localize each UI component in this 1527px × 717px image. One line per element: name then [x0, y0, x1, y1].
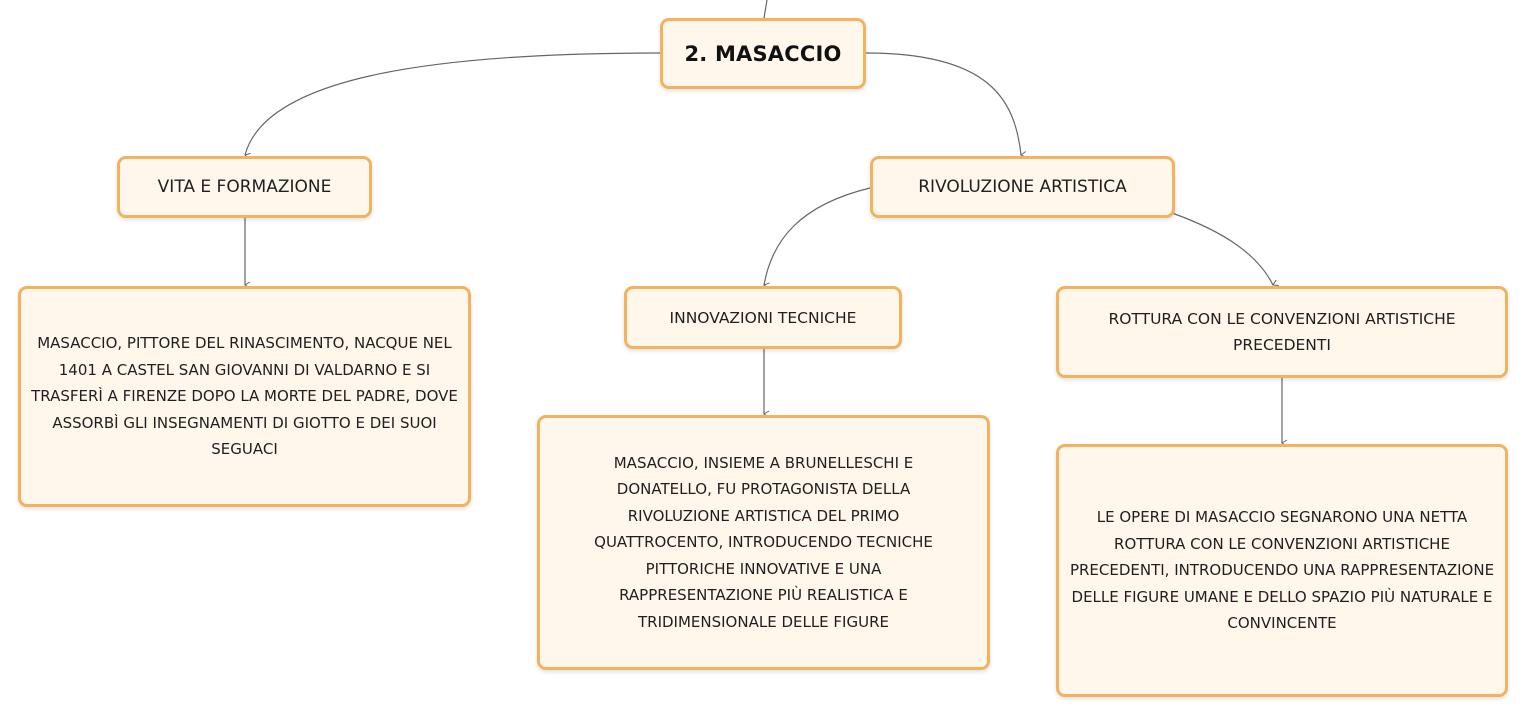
- node-rottura-convenzioni[interactable]: ROTTURA CON LE CONVENZIONI ARTISTICHE PR…: [1056, 286, 1508, 378]
- node-rottura-detail[interactable]: LE OPERE DI MASACCIO SEGNARONO UNA NETTA…: [1056, 444, 1508, 697]
- root-label: 2. MASACCIO: [684, 41, 842, 66]
- innovazioni-detail-text: MASACCIO, INSIEME A BRUNELLESCHI E DONAT…: [594, 453, 933, 631]
- node-vita-detail[interactable]: MASACCIO, PITTORE DEL RINASCIMENTO, NACQ…: [18, 286, 471, 507]
- connector-rivoluzione-innovazioni: [763, 187, 871, 290]
- node-vita-e-formazione[interactable]: VITA E FORMAZIONE: [117, 156, 372, 218]
- connector-root-rivoluzione: [865, 52, 1027, 158]
- node-innovazioni-label: INNOVAZIONI TECNICHE: [669, 308, 857, 327]
- node-innovazioni-detail[interactable]: MASACCIO, INSIEME A BRUNELLESCHI E DONAT…: [537, 415, 990, 670]
- node-rottura-label: ROTTURA CON LE CONVENZIONI ARTISTICHE PR…: [1108, 310, 1456, 354]
- node-rivoluzione-label: RIVOLUZIONE ARTISTICA: [918, 177, 1127, 197]
- vita-detail-text: MASACCIO, PITTORE DEL RINASCIMENTO, NACQ…: [31, 334, 458, 459]
- rottura-detail-text: LE OPERE DI MASACCIO SEGNARONO UNA NETTA…: [1069, 508, 1495, 633]
- incoming-connector: [763, 0, 768, 19]
- node-rivoluzione-artistica[interactable]: RIVOLUZIONE ARTISTICA: [870, 156, 1175, 218]
- connector-root-vita: [244, 52, 661, 160]
- connector-rivoluzione-rottura: [1171, 212, 1279, 286]
- root-node[interactable]: 2. MASACCIO: [660, 18, 866, 89]
- node-innovazioni-tecniche[interactable]: INNOVAZIONI TECNICHE: [624, 286, 902, 349]
- node-vita-label: VITA E FORMAZIONE: [157, 177, 332, 197]
